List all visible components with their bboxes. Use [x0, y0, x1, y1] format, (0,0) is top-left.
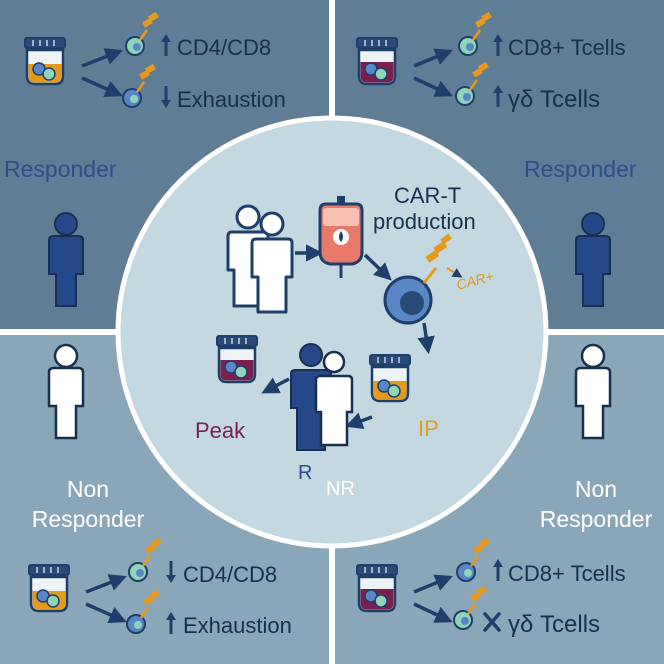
r-label: R: [298, 462, 312, 484]
car-label-arrow: [446, 267, 463, 278]
blood-bag-icon: [318, 196, 364, 278]
arrow-bag-to-cell: [363, 253, 392, 281]
nonresponder-patient-icon: [314, 350, 354, 447]
bottom-left-line1-text: CD4/CD8: [183, 562, 277, 587]
bottom-right-label-line2: Responder: [540, 506, 653, 532]
peak-label: Peak: [195, 418, 246, 443]
top-right-line1-text: CD8+ Tcells: [508, 35, 626, 60]
top-left-line2-down-arrow-icon: [161, 86, 171, 108]
donors-icon: [226, 204, 294, 314]
top-left-line1-up-arrow-icon: [161, 34, 171, 56]
bottom-right-label-line1: Non: [575, 476, 617, 502]
car-t-title-line2: production: [373, 209, 476, 234]
peak-tube-icon: [215, 334, 259, 384]
bottom-right-arrow-1: [413, 574, 453, 594]
bottom-left-line2-text: Exhaustion: [183, 613, 292, 638]
bottom-right-line2-text: γδ Tcells: [508, 611, 600, 638]
top-right-peak-tube-icon: [355, 36, 399, 86]
bottom-left-arrow-2: [85, 602, 127, 624]
top-left-line2-text: Exhaustion: [177, 87, 286, 112]
top-left-responder-label: Responder: [4, 156, 117, 182]
bottom-right-line1-text: CD8+ Tcells: [508, 561, 626, 586]
car-t-cell-icon: [383, 233, 452, 325]
bottom-left-ip-tube-icon: [27, 563, 71, 613]
bottom-right-peak-tube-icon: [355, 563, 399, 613]
bottom-right-line2-cross-icon: [483, 612, 501, 632]
bottom-left-label-line2: Responder: [32, 506, 145, 532]
top-right-line1-up-arrow-icon: [493, 34, 503, 56]
bottom-right-line1-up-arrow-icon: [493, 559, 503, 581]
top-left-arrow-1: [81, 48, 123, 68]
arrow-ip-to-patients: [345, 412, 373, 430]
top-right-arrow-1: [413, 48, 453, 68]
top-left-ip-tube-icon: [23, 36, 67, 86]
arrow-patients-to-peak: [261, 377, 290, 394]
top-right-responder-label: Responder: [524, 156, 637, 182]
bottom-left-line2-up-arrow-icon: [166, 612, 176, 634]
ip-tube-icon: [368, 353, 412, 403]
nr-label: NR: [326, 478, 355, 500]
top-right-line2-text: γδ Tcells: [508, 86, 600, 113]
bottom-left-label-line1: Non: [67, 476, 109, 502]
bottom-left-arrow-1: [85, 574, 127, 594]
ip-label: IP: [418, 416, 439, 441]
bottom-right-arrow-2: [413, 602, 453, 623]
top-left-arrow-2: [81, 76, 123, 98]
arrow-cell-to-ip: [417, 322, 435, 355]
car-t-title-line1: CAR-T: [394, 183, 461, 208]
top-right-arrow-2: [413, 76, 453, 97]
center-circle: [115, 115, 549, 549]
top-left-line1-text: CD4/CD8: [177, 35, 271, 60]
top-right-line2-up-arrow-icon: [493, 85, 503, 107]
bottom-left-line1-down-arrow-icon: [166, 561, 176, 583]
